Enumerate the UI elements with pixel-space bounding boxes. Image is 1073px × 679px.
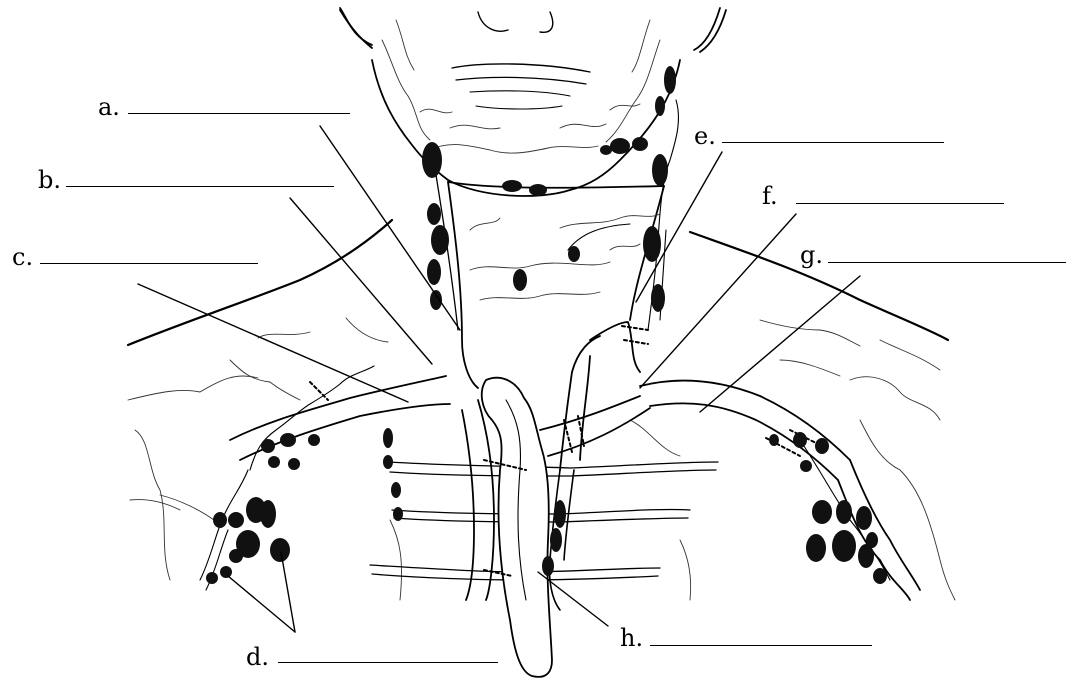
lymph-node: [229, 549, 243, 563]
lymph-node: [793, 432, 807, 448]
brachiocephalic-vein: [540, 396, 650, 456]
lymph-node: [383, 428, 393, 448]
label-h: h.: [620, 626, 643, 650]
lymph-node: [600, 145, 612, 155]
lymph-node: [610, 138, 630, 154]
lymph-node: [554, 500, 566, 528]
lymph-node: [383, 455, 393, 469]
lymph-node: [308, 434, 320, 446]
answer-blank-a[interactable]: [128, 113, 350, 114]
lymph-node: [391, 482, 401, 498]
lymph-node: [427, 203, 441, 225]
lymph-node: [812, 500, 832, 524]
lymph-node: [206, 572, 218, 584]
lymph-node: [280, 433, 296, 447]
lymph-node: [632, 137, 648, 151]
answer-blank-h[interactable]: [650, 645, 872, 646]
leader-line-e: [636, 152, 722, 302]
lymph-node: [652, 154, 668, 186]
neck-outline: [432, 150, 664, 388]
label-c: c.: [12, 245, 33, 269]
dotted-crossings: [310, 326, 826, 576]
lymph-node: [220, 566, 232, 578]
answer-blank-f[interactable]: [796, 203, 1004, 204]
lymph-node: [393, 507, 403, 521]
lymph-node: [260, 500, 276, 528]
answer-blank-g[interactable]: [828, 262, 1066, 263]
lymph-node: [856, 506, 872, 530]
lymph-node: [261, 439, 275, 453]
lymph-node: [529, 184, 547, 196]
face-detail-lines: [382, 20, 660, 153]
leader-line-g: [700, 276, 860, 412]
lymph-node: [651, 284, 665, 312]
lymph-node: [427, 259, 441, 285]
lymph-node: [873, 568, 887, 584]
lymph-node: [268, 456, 280, 468]
lymph-node: [806, 534, 826, 562]
leader-line-d1: [228, 576, 295, 632]
lymph-node: [664, 66, 676, 94]
lymph-node: [213, 512, 227, 528]
label-g: g.: [800, 243, 823, 267]
right-subclavian-vein: [640, 381, 920, 600]
lymph-node: [431, 225, 449, 255]
lymph-node: [769, 434, 779, 446]
head-outline: [340, 8, 726, 196]
lymph-node: [270, 538, 290, 562]
leader-line-d2: [281, 552, 295, 632]
lymph-node: [228, 512, 244, 528]
torso-outline: [128, 220, 948, 345]
answer-blank-b[interactable]: [66, 186, 334, 187]
lymph-node: [800, 460, 812, 472]
neck-detail-lines: [470, 214, 660, 300]
lymph-node: [542, 556, 554, 576]
label-d: d.: [246, 645, 269, 669]
lymph-node: [502, 180, 522, 192]
lymph-node: [288, 458, 300, 470]
lymph-node: [550, 528, 562, 552]
leader-line-b: [290, 198, 432, 364]
lymph-node: [655, 96, 665, 116]
lymph-node: [643, 226, 661, 262]
label-f: f.: [762, 184, 778, 208]
label-b: b.: [38, 168, 61, 192]
lymph-node: [815, 438, 829, 454]
answer-blank-e[interactable]: [722, 142, 944, 143]
cisterna-chyli: [482, 378, 552, 677]
lymph-node: [866, 532, 878, 548]
lymph-node: [836, 500, 852, 524]
label-e: e.: [694, 124, 716, 148]
answer-blank-c[interactable]: [40, 263, 258, 264]
lymph-node: [832, 530, 856, 562]
lymph-node: [422, 142, 442, 178]
label-a: a.: [98, 95, 120, 119]
lymph-node: [568, 246, 580, 262]
lymph-node: [513, 269, 527, 291]
answer-blank-d[interactable]: [278, 662, 498, 663]
